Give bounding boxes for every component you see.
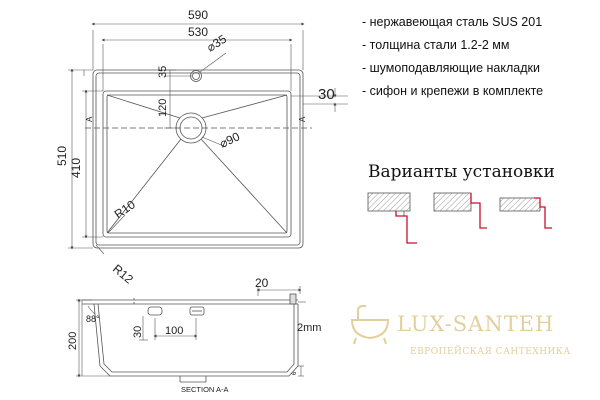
outer-rim (93, 70, 303, 248)
install-variant-3 (500, 198, 552, 228)
dim-width-outer: 590 (188, 8, 208, 22)
top-dimensions (68, 24, 348, 254)
outer-rim-inner-line (96, 73, 300, 245)
feature-item: - нержавеющая сталь SUS 201 (362, 15, 542, 29)
feature-item: - шумоподавляющие накладки (362, 61, 540, 75)
dim-overflow-height: 30 (132, 326, 144, 338)
dim-depth-outer: 510 (55, 146, 69, 166)
slope-line (107, 95, 180, 118)
dim-flange: 20 (255, 276, 269, 290)
section-marker-left: A (85, 116, 94, 122)
install-variant-2 (434, 193, 487, 228)
install-variant-1 (368, 193, 417, 243)
bathtub-icon (352, 306, 388, 344)
dim-radius-inner: R10 (112, 197, 138, 221)
dim-width-inner: 530 (188, 25, 208, 39)
slope-line (201, 139, 287, 233)
dim-drain-diameter: ⌀90 (217, 129, 242, 151)
faucet-hole-inner (193, 73, 200, 80)
slope-line (202, 95, 287, 118)
section-dimensions (76, 286, 306, 376)
dim-right-margin: 30 (318, 86, 335, 103)
install-title: Варианты установки (368, 162, 555, 182)
brand-tagline: ЕВРОПЕЙСКАЯ САНТЕХНИКА (410, 345, 571, 357)
section-marker-right: A (298, 116, 307, 122)
feature-item: - сифон и крепежи в комплекте (362, 84, 543, 98)
dim-depth-inner: 410 (69, 158, 83, 178)
section-view (82, 294, 298, 382)
feature-list: - нержавеющая сталь SUS 201 - толщина ст… (362, 15, 543, 98)
dim-radius-outer: R12 (110, 262, 136, 287)
section-label: SECTION A-A (181, 385, 229, 394)
dim-hole-offset: 35 (157, 66, 169, 78)
feature-item: - толщина стали 1.2-2 мм (362, 38, 509, 52)
dim-angle: 88° (86, 314, 100, 324)
dim-overflow-length: 100 (165, 325, 183, 337)
dim-thickness: 2mm (297, 322, 321, 334)
dim-height: 200 (67, 332, 79, 350)
bowl-inner-line (107, 95, 287, 233)
dim-drain-offset: 120 (157, 99, 169, 117)
bowl-outline (103, 91, 291, 237)
brand-name: LUX-SANTEH (397, 312, 554, 336)
brand-logo: LUX-SANTEH ЕВРОПЕЙСКАЯ САНТЕХНИКА (352, 306, 571, 357)
